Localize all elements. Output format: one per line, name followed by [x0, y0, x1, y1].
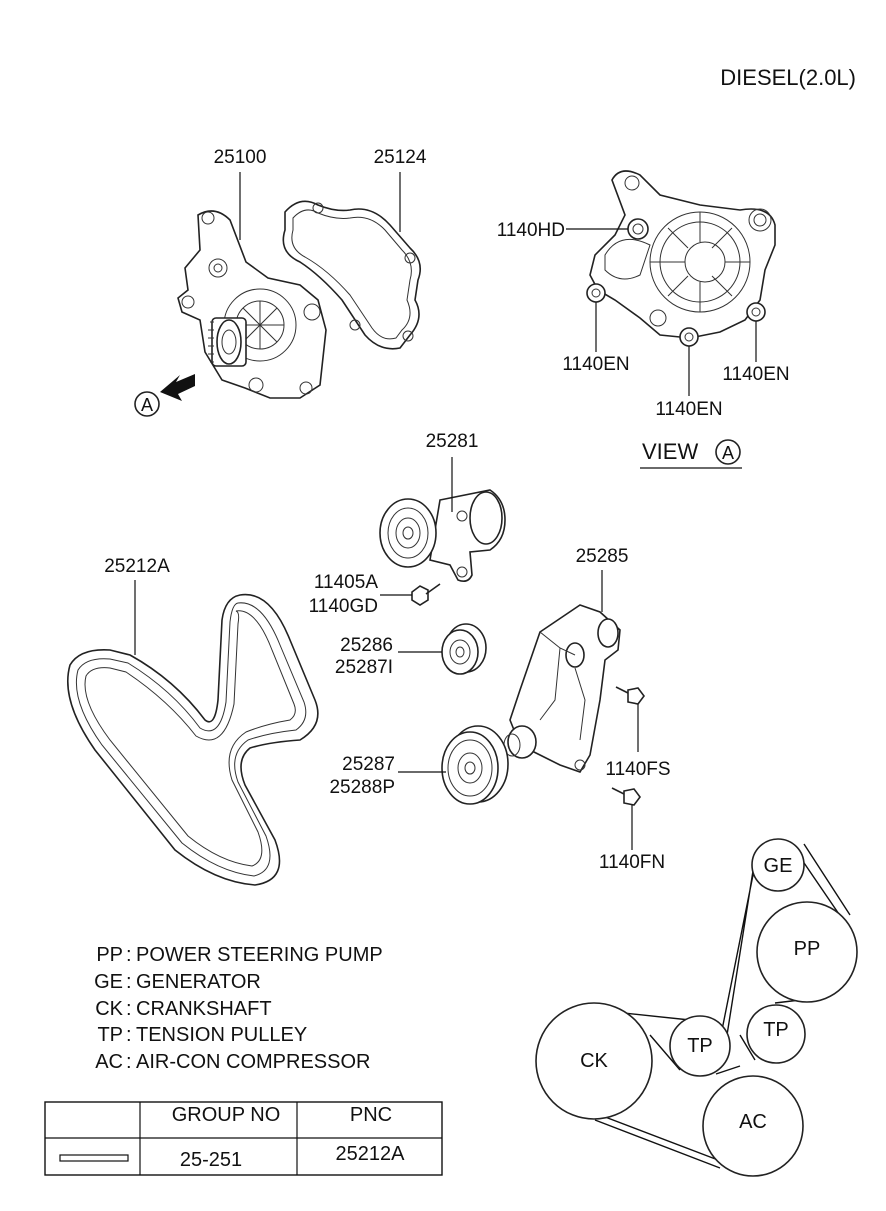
part-25212a-label: 25212A: [104, 556, 170, 577]
bolt-1140fn-icon: [611, 787, 641, 806]
part-25287i-label: 25287I: [335, 657, 393, 678]
bracket-drawing: [503, 604, 621, 773]
svg-text:CK: CK: [580, 1050, 608, 1072]
svg-text:AC: AC: [739, 1111, 767, 1133]
svg-text:PP: PP: [794, 938, 821, 960]
part-1140en-label-1: 1140EN: [562, 354, 629, 375]
engine-label: DIESEL(2.0L): [720, 65, 856, 90]
legend: PP : POWER STEERING PUMP GE : GENERATOR …: [94, 944, 383, 1073]
svg-text::: :: [126, 971, 132, 993]
part-25286-label: 25286: [340, 635, 393, 656]
pulley-tp-right: [746, 1004, 806, 1064]
legend-code-ac: AC: [95, 1051, 123, 1073]
part-11405a-label: 11405A: [314, 572, 378, 593]
view-arrow-icon: A: [134, 374, 195, 417]
table-group-no: 25-251: [180, 1149, 242, 1171]
legend-desc-pp: POWER STEERING PUMP: [136, 944, 383, 966]
view-a-label: VIEW A: [640, 439, 742, 469]
part-25124-label: 25124: [374, 147, 427, 168]
legend-desc-tp: TENSION PULLEY: [136, 1024, 307, 1046]
legend-desc-ck: CRANKSHAFT: [136, 998, 272, 1020]
part-1140en-label-3: 1140EN: [722, 364, 789, 385]
svg-text::: :: [126, 998, 132, 1020]
legend-code-tp: TP: [97, 1024, 123, 1046]
svg-text::: :: [126, 944, 132, 966]
legend-code-pp: PP: [96, 944, 123, 966]
svg-text::: :: [126, 1024, 132, 1046]
water-pump-drawing: [177, 210, 327, 399]
bolt-1140fs-icon: [615, 686, 645, 705]
table-header-pnc: PNC: [350, 1104, 392, 1126]
svg-text:TP: TP: [763, 1019, 789, 1041]
legend-code-ge: GE: [94, 971, 123, 993]
belt-symbol-icon: [59, 1154, 129, 1162]
svg-text:A: A: [141, 395, 153, 415]
v-belt-drawing: [67, 593, 319, 886]
view-a-bolts: [586, 218, 766, 347]
part-1140en-label-2: 1140EN: [655, 399, 722, 420]
part-25288p-label: 25288P: [329, 777, 395, 798]
pulley-pp: [756, 901, 858, 1003]
idler-pulley-small-drawing: [441, 623, 487, 675]
part-25285-label: 25285: [576, 546, 629, 567]
group-table: GROUP NO PNC 25-251 25212A: [44, 1101, 443, 1176]
pulley-ge: [751, 838, 805, 892]
legend-desc-ac: AIR-CON COMPRESSOR: [136, 1051, 370, 1073]
pulley-tp-left: [669, 1015, 731, 1077]
table-pnc: 25212A: [336, 1143, 406, 1165]
pulley-ac: [702, 1075, 804, 1177]
bolt-11405a-icon: [411, 583, 441, 606]
view-a-drawing: [589, 170, 776, 339]
svg-text:A: A: [722, 443, 734, 463]
part-1140fn-label: 1140FN: [599, 852, 665, 873]
idler-pulley-large-drawing: [441, 725, 509, 805]
svg-text:GE: GE: [764, 855, 793, 877]
part-1140fs-label: 1140FS: [605, 759, 670, 780]
legend-code-ck: CK: [95, 998, 123, 1020]
part-1140hd-label: 1140HD: [497, 220, 565, 241]
svg-text:VIEW: VIEW: [642, 439, 698, 464]
part-25100-label: 25100: [214, 147, 267, 168]
part-1140gd-label: 1140GD: [309, 596, 378, 617]
svg-text::: :: [126, 1051, 132, 1073]
table-header-group-no: GROUP NO: [172, 1104, 281, 1126]
legend-desc-ge: GENERATOR: [136, 971, 261, 993]
part-25287-label: 25287: [342, 754, 395, 775]
gasket-drawing: [282, 200, 421, 350]
svg-text:TP: TP: [687, 1035, 713, 1057]
tensioner-drawing: [379, 489, 506, 582]
pulley-ck: [535, 1002, 653, 1120]
belt-routing-diagram: GE PP TP TP CK AC: [535, 838, 858, 1177]
part-25281-label: 25281: [426, 431, 479, 452]
